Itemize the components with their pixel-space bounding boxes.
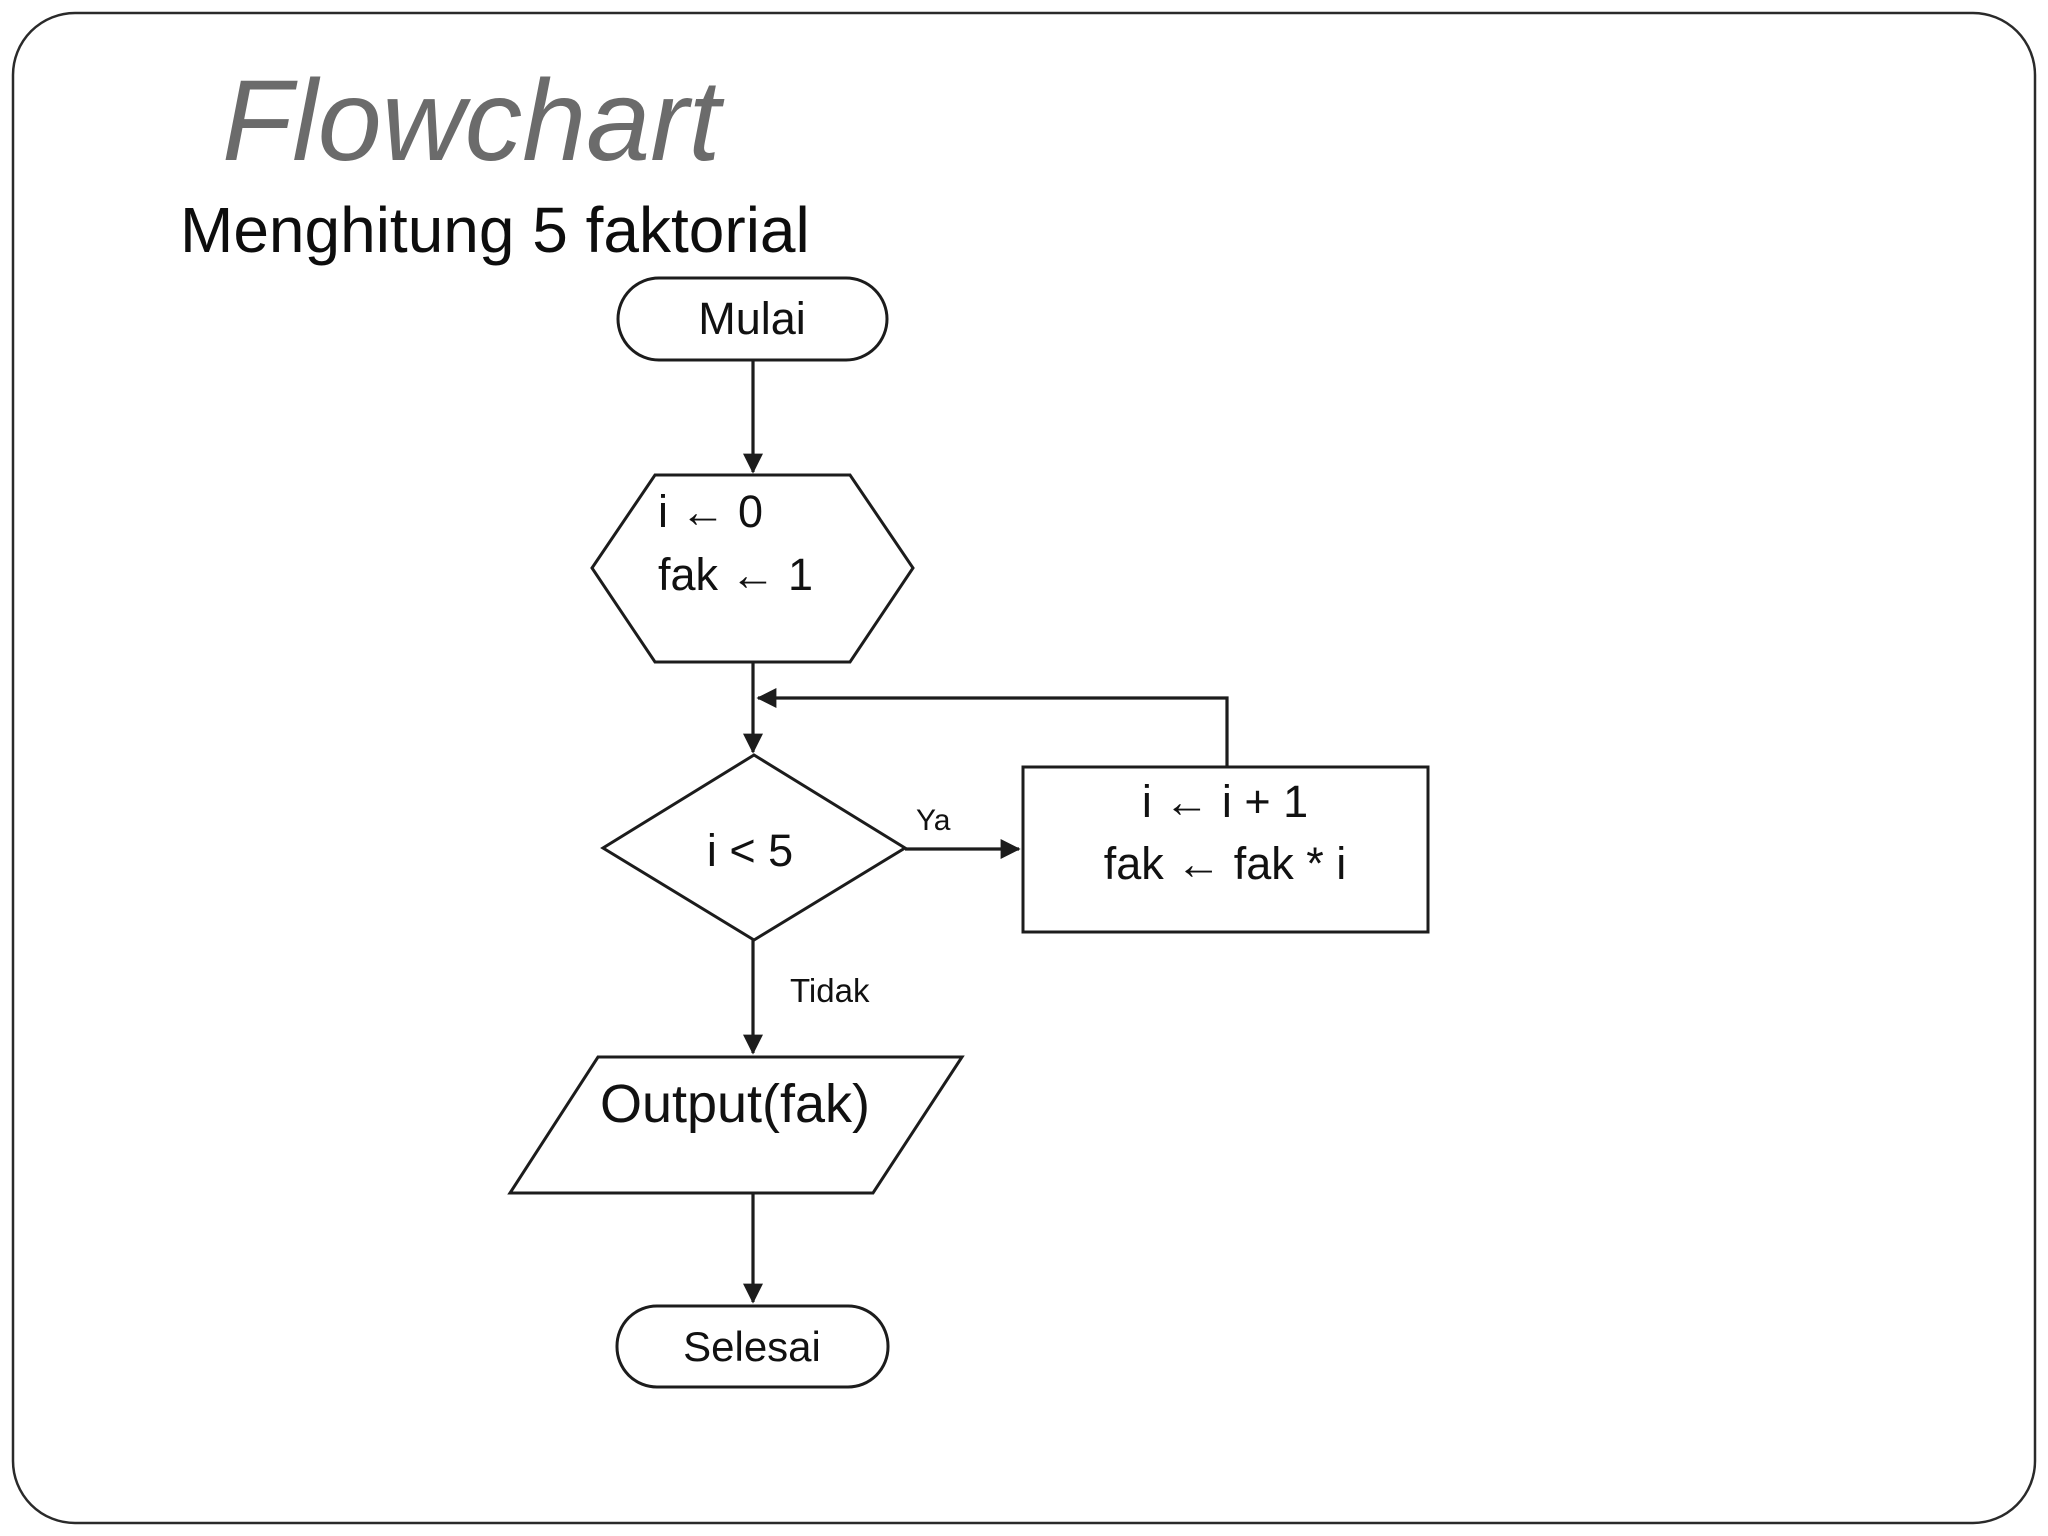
page-title: Flowchart [222, 57, 725, 185]
start-node-shape [616, 276, 889, 362]
slide-border [11, 11, 2037, 1525]
init-node-line1: i ← 0 [658, 486, 763, 537]
init-node-shape [590, 473, 915, 664]
loop-body-line1: i ← i + 1 [1142, 776, 1308, 827]
output-node-label: Output(fak) [600, 1074, 870, 1134]
decision-node-shape [600, 753, 908, 942]
end-node-label: Selesai [683, 1323, 821, 1370]
loop-body-node-shape [1021, 765, 1430, 934]
page-subtitle: Menghitung 5 faktorial [180, 194, 810, 266]
loop-body-line2: fak ← fak * i [1104, 838, 1347, 889]
branch-yes-label: Ya [916, 804, 951, 837]
output-node-shape [507, 1055, 965, 1195]
decision-node-label: i < 5 [707, 825, 793, 876]
loop-return-arrow [756, 688, 1229, 767]
start-node-label: Mulai [698, 293, 806, 344]
init-node-line2: fak ← 1 [658, 549, 813, 600]
end-node-shape [615, 1304, 890, 1389]
branch-no-label: Tidak [790, 972, 870, 1009]
